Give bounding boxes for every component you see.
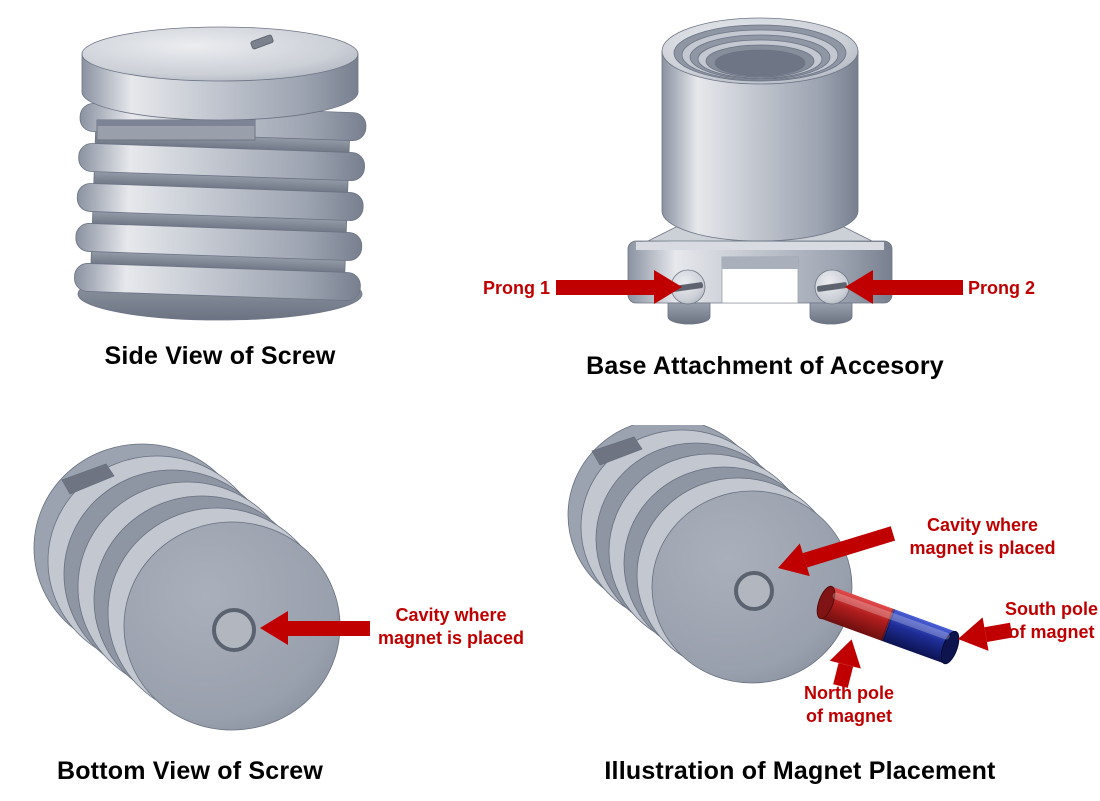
thread-notch [591, 436, 643, 466]
arrow-head-icon [654, 270, 682, 304]
bottom-screw-drawing [33, 443, 341, 731]
cup-threads [661, 17, 859, 85]
magnet-cavity [734, 571, 774, 611]
cavity-arrow-bottom-view [260, 611, 370, 645]
prong1-arrow [556, 270, 682, 304]
magnet-screw-drawing [567, 425, 960, 684]
magnet [816, 585, 960, 665]
north-pole-label: North pole of magnet [804, 683, 894, 726]
cavity-label-bottom-view: Cavity where magnet is placed [377, 605, 525, 648]
thread-notch [61, 463, 115, 495]
magnet-cavity [212, 608, 256, 652]
prong2-arrow [845, 270, 963, 304]
cavity-label-magnet-view: Cavity where magnet is placed [909, 515, 1056, 558]
prong1-label: Prong 1 [482, 278, 550, 298]
screw-side-notch [96, 119, 256, 141]
side-screw-drawing [74, 26, 367, 321]
arrow-head-icon [845, 270, 873, 304]
base-attachment-caption: Base Attachment of Accesory [586, 352, 944, 380]
arrow-head-icon [955, 617, 989, 656]
base-feet [667, 302, 853, 325]
magnet-south-endcap [940, 630, 960, 665]
magnet-placement-caption: Illustration of Magnet Placement [604, 757, 996, 785]
magnet-south-half [882, 609, 956, 664]
south-pole-label: South pole of magnet [1005, 599, 1098, 642]
magnet-north-endcap [816, 585, 836, 620]
cap-slot [250, 34, 274, 50]
base-attachment-drawing [627, 17, 893, 325]
prong2-label: Prong 2 [968, 278, 1036, 298]
side-view-caption: Side View of Screw [104, 342, 336, 370]
arrow-head-icon [260, 611, 288, 645]
prong-screw-2 [814, 269, 850, 305]
bottom-view-caption: Bottom View of Screw [56, 757, 324, 785]
magnet-north-half [820, 586, 894, 641]
screw-body [33, 443, 341, 731]
screw-cap [81, 26, 359, 121]
